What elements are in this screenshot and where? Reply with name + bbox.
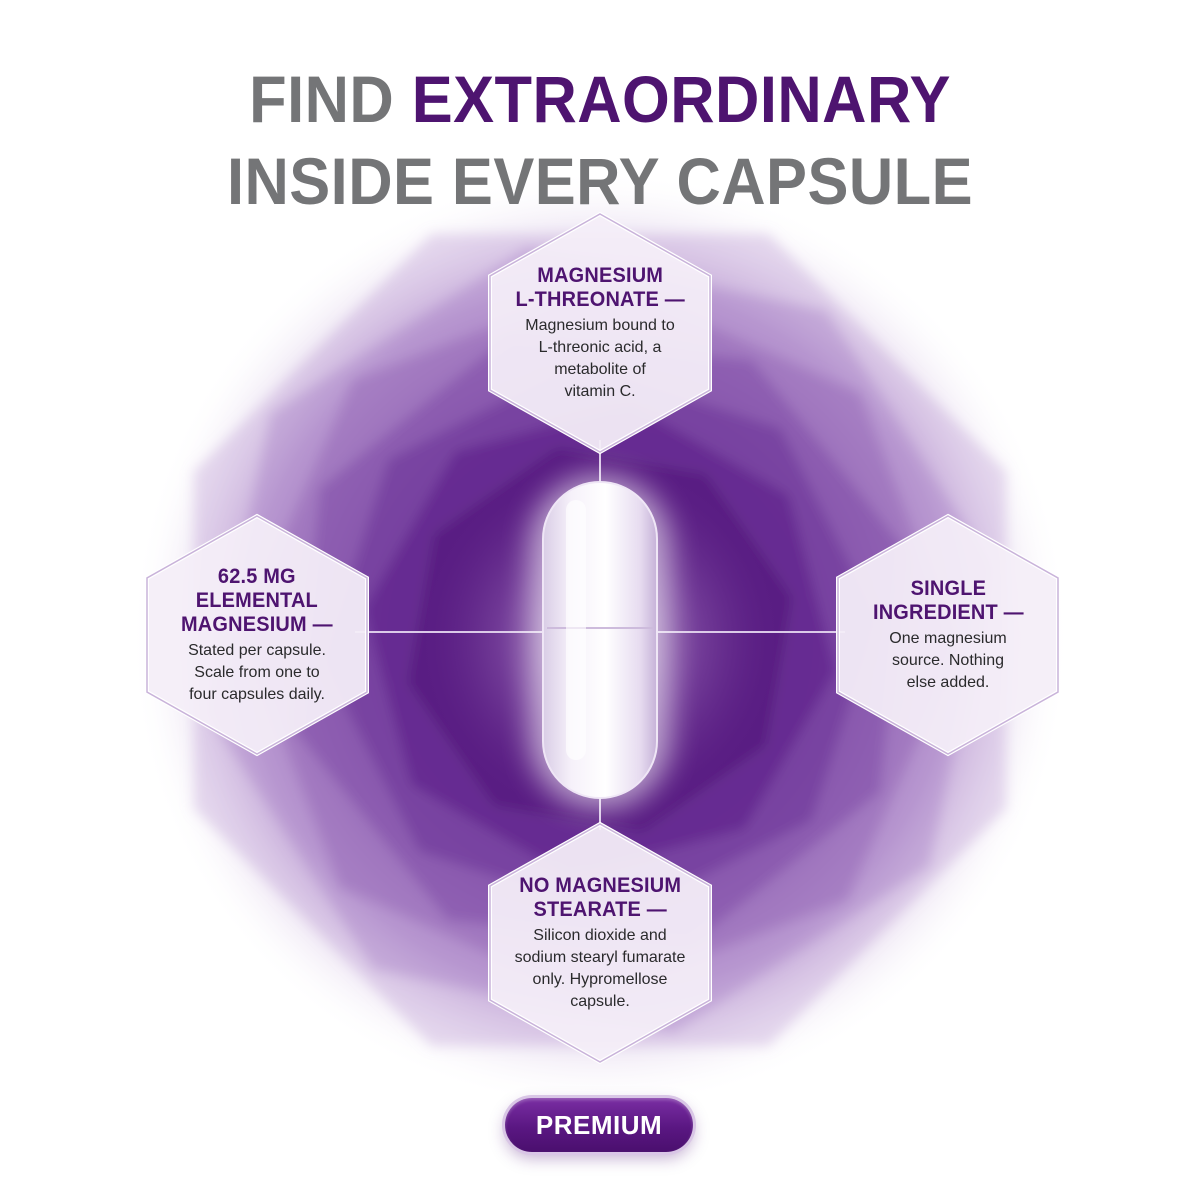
hexagon-shape — [488, 211, 712, 455]
feature-description: One magnesium source. Nothing else added… — [889, 629, 1007, 691]
feature-card-top: MAGNESIUM L-THREONATE — Magnesium bound … — [485, 210, 715, 456]
headline-prefix: FIND — [249, 62, 412, 136]
feature-card-right: SINGLE INGREDIENT — One magnesium source… — [833, 512, 1063, 758]
headline-line-1: FIND EXTRAORDINARY — [42, 58, 1158, 140]
hexagon-shape — [488, 821, 712, 1065]
premium-badge: PREMIUM — [505, 1098, 693, 1152]
feature-description: Stated per capsule. Scale from one to fo… — [188, 641, 326, 703]
feature-card-left: 62.5 MG ELEMENTAL MAGNESIUM — Stated per… — [142, 512, 372, 758]
feature-title: 62.5 MG ELEMENTAL MAGNESIUM — — [181, 564, 333, 636]
feature-title: SINGLE INGREDIENT — — [872, 576, 1024, 624]
premium-badge-label: PREMIUM — [535, 1109, 663, 1140]
feature-description: Silicon dioxide and sodium stearyl fumar… — [514, 926, 686, 1010]
hexagon-shape — [836, 513, 1060, 757]
feature-description: Magnesium bound to L-threonic acid, a me… — [525, 316, 675, 400]
hexagon-shape — [145, 513, 369, 757]
headline-accent: EXTRAORDINARY — [411, 62, 951, 136]
headline: FIND EXTRAORDINARY INSIDE EVERY CAPSULE — [42, 58, 1158, 222]
feature-title: NO MAGNESIUM STEARATE — — [519, 873, 681, 921]
headline-line-2: INSIDE EVERY CAPSULE — [226, 144, 974, 218]
capsule-icon — [530, 474, 670, 810]
feature-card-bottom: NO MAGNESIUM STEARATE — Silicon dioxide … — [485, 820, 715, 1066]
feature-title: MAGNESIUM L-THREONATE — — [515, 263, 685, 311]
